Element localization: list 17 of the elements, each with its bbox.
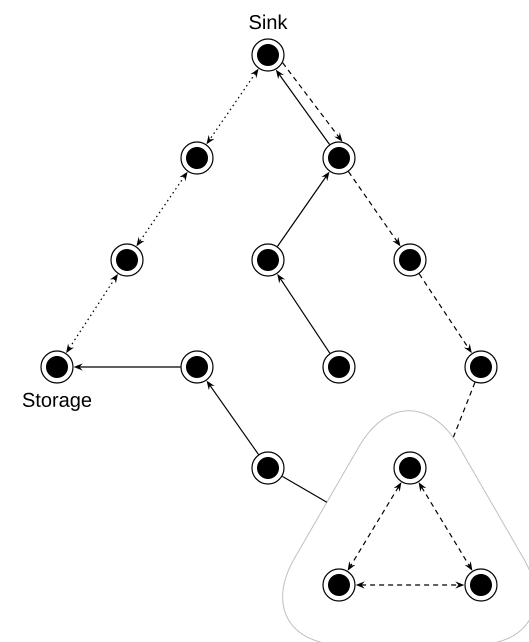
node-circle: [40, 350, 74, 384]
node-circle: [322, 350, 356, 384]
node-circle: [322, 141, 356, 175]
node-circle: [393, 243, 427, 277]
node-circle: [110, 243, 144, 277]
node-circle: [322, 568, 356, 602]
cluster-region: [282, 410, 529, 642]
node-circle: [251, 451, 285, 485]
node-circle: [393, 451, 427, 485]
node-label: Sink: [249, 14, 288, 30]
node-circle: [251, 243, 285, 277]
node-circle: [251, 38, 285, 72]
node-circle: [464, 568, 498, 602]
node-circle: [180, 141, 214, 175]
node-circle: [464, 350, 498, 384]
node-label: Storage: [22, 392, 92, 411]
node-circle: [180, 350, 214, 384]
